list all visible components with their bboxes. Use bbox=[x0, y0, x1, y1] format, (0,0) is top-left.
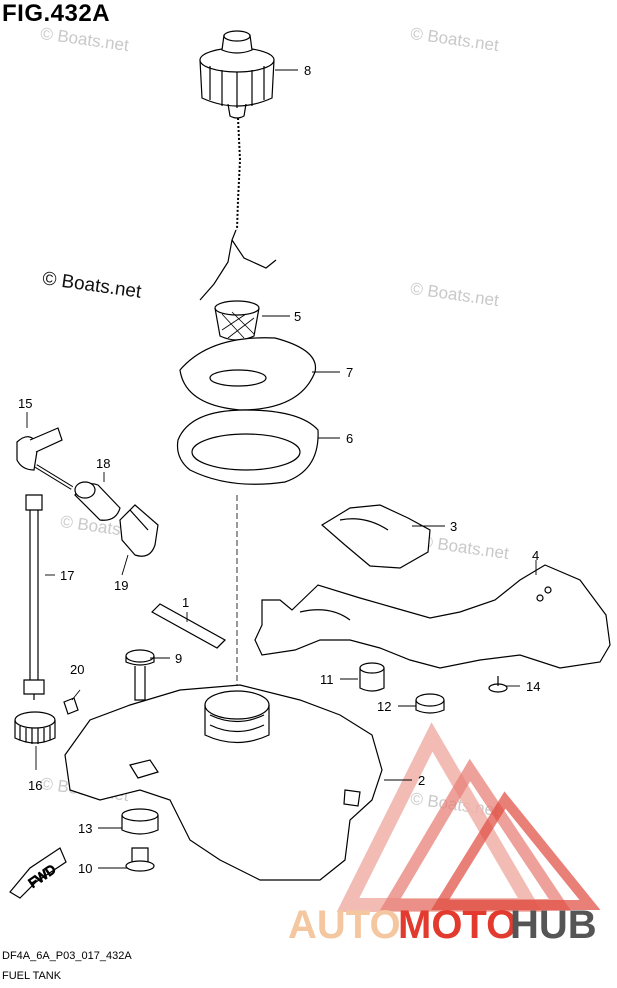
label-2: 2 bbox=[418, 773, 425, 788]
bolt-small-part bbox=[488, 676, 508, 693]
label-5: 5 bbox=[294, 309, 301, 324]
cushion-part bbox=[415, 693, 445, 714]
logo-mark bbox=[336, 722, 601, 912]
label-3: 3 bbox=[450, 519, 457, 534]
logo-word-a: AUTO bbox=[288, 903, 401, 947]
fuel-tank-part bbox=[64, 684, 383, 881]
cap-wire bbox=[199, 229, 277, 301]
label-15: 15 bbox=[18, 396, 32, 411]
screw-part bbox=[63, 697, 79, 715]
logo-word-b: MOTO bbox=[398, 903, 517, 947]
label-18: 18 bbox=[96, 456, 110, 471]
bracket-part bbox=[320, 504, 431, 569]
leader-lines bbox=[26, 69, 537, 869]
part-labels: 8 5 7 6 3 4 1 9 11 12 14 2 13 10 15 17 1… bbox=[18, 63, 540, 876]
fuel-pipe-part bbox=[23, 494, 45, 700]
clip-part bbox=[14, 711, 56, 744]
bolt-part bbox=[125, 649, 155, 701]
grommet-part bbox=[359, 662, 385, 692]
cap-chain bbox=[236, 117, 242, 231]
label-11: 11 bbox=[320, 672, 334, 687]
label-14: 14 bbox=[526, 679, 540, 694]
label-1: 1 bbox=[182, 595, 189, 610]
label-10: 10 bbox=[78, 861, 92, 876]
label-20: 20 bbox=[70, 662, 84, 677]
logo-wordmark: AUTO MOTO HUB bbox=[288, 903, 597, 947]
figure-title: FIG.432A bbox=[2, 0, 111, 27]
label-16: 16 bbox=[28, 778, 42, 793]
hose-part bbox=[74, 481, 121, 521]
fuel-cap-part bbox=[199, 30, 275, 119]
label-4: 4 bbox=[532, 548, 539, 563]
grommet-lower-part bbox=[121, 808, 159, 835]
tag-part bbox=[151, 603, 226, 649]
figure-caption: FUEL TANK bbox=[2, 970, 62, 982]
collar-part bbox=[125, 847, 155, 872]
label-17: 17 bbox=[60, 568, 74, 583]
fuel-cock-part bbox=[16, 427, 74, 490]
bracket-plate-part bbox=[254, 564, 611, 669]
label-12: 12 bbox=[377, 699, 391, 714]
label-7: 7 bbox=[346, 365, 353, 380]
clamp-part bbox=[119, 504, 159, 557]
figure-code: DF4A_6A_P03_017_432A bbox=[2, 950, 132, 962]
label-6: 6 bbox=[346, 431, 353, 446]
label-8: 8 bbox=[304, 63, 311, 78]
label-9: 9 bbox=[175, 651, 182, 666]
seal-part bbox=[179, 337, 317, 411]
gasket-part bbox=[176, 409, 319, 485]
label-19: 19 bbox=[114, 578, 128, 593]
fwd-arrow: FWD bbox=[9, 847, 67, 899]
label-13: 13 bbox=[78, 821, 92, 836]
strainer-part bbox=[214, 300, 260, 341]
logo-word-c: HUB bbox=[510, 903, 597, 947]
